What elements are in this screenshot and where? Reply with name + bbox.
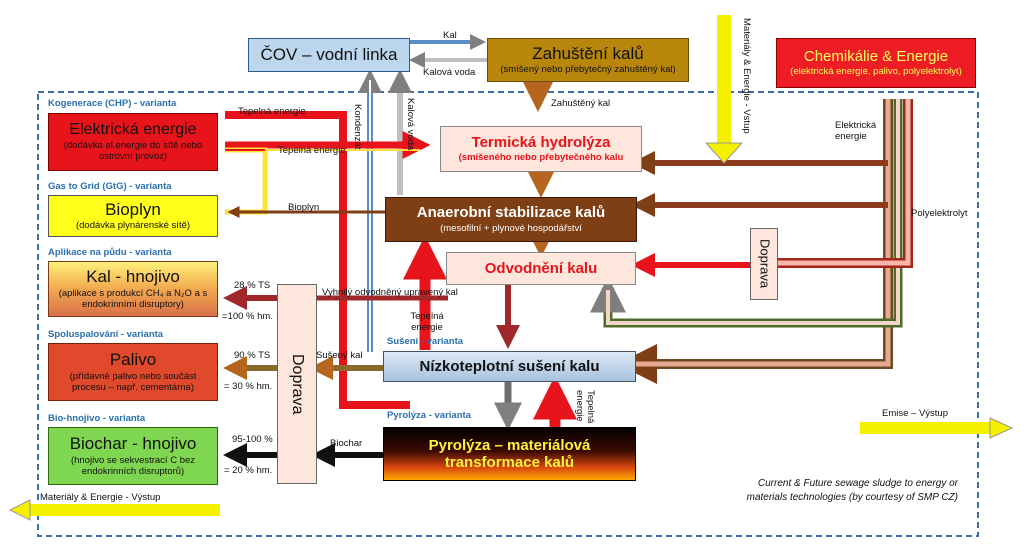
courtesy-line-1: Current & Future sewage sludge to energy… <box>757 478 958 489</box>
label-elektricka-energie: Elektrická energie <box>835 120 877 142</box>
cov-title: ČOV – vodní linka <box>260 45 398 65</box>
variant-spolu: Spoluspalování - varianta <box>48 329 164 340</box>
elektricka-box: Elektrická energie (dodávka el.energie d… <box>48 113 218 171</box>
suseni-box: Nízkoteplotní sušení kalu <box>383 351 636 382</box>
palivo-sub: (přídavné palivo nebo součást procesu – … <box>69 370 197 393</box>
label-tepelna-vertical: Tepelná energie <box>574 390 596 424</box>
label-tepelna-energie-3: Tepelná energie <box>410 311 444 333</box>
biochar-box: Biochar - hnojivo (hnojivo se sekvestrac… <box>48 427 218 485</box>
bioplyn-sub: (dodávka plynárenské sítě) <box>75 220 191 232</box>
variant-gtg: Gas to Grid (GtG) - varianta <box>48 181 172 192</box>
zahusteni-box: Zahuštění kalů (smíšený nebo přebytečný … <box>487 38 689 82</box>
label-kalova-voda-vertical: Kalová voda <box>405 98 416 151</box>
anaerobni-title: Anaerobní stabilizace kalů <box>416 204 606 222</box>
label-kalova-voda: Kalová voda <box>423 67 476 78</box>
anaerobni-sub: (mesofilní + plynové hospodářství <box>440 222 582 234</box>
biochar-sub: (hnojivo se sekvestrací C bez endokrinní… <box>70 454 196 477</box>
variant-pyrolyza: Pyrolýza - varianta <box>387 410 471 421</box>
suseni-title: Nízkoteplotní sušení kalu <box>419 357 600 375</box>
label-ts-90: 90 % TS <box>234 350 271 361</box>
bioplyn-box: Bioplyn (dodávka plynárenské sítě) <box>48 195 218 237</box>
anaerobni-box: Anaerobní stabilizace kalů (mesofilní + … <box>385 197 637 242</box>
elektricka-sub: (dodávka el.energie do sítě nebo ostrovn… <box>63 140 203 163</box>
label-hm-100: =100 % hm. <box>222 311 273 322</box>
label-biochar: Biochar <box>330 438 363 449</box>
variant-frame <box>37 91 979 537</box>
label-emise: Emise – Výstup <box>882 408 948 419</box>
variant-suseni: Sušení - varianta <box>387 336 464 347</box>
label-materialy-vstup: Materiály & Energie - Vstup <box>741 18 752 134</box>
courtesy-line-2: materials technologies (by courtesy of S… <box>746 491 958 503</box>
variant-chp: Kogenerace (CHP) - varianta <box>48 98 177 109</box>
biochar-title: Biochar - hnojivo <box>69 434 197 454</box>
termicka-box: Termická hydrolýza (smíšeného nebo přeby… <box>440 126 642 172</box>
label-tepelna-1: Tepelná energie <box>238 106 306 117</box>
courtesy-note: Current & Future sewage sludge to energy… <box>690 477 958 504</box>
label-materialy-vystup: Materiály & Energie - Výstup <box>40 492 161 503</box>
palivo-title: Palivo <box>109 350 157 370</box>
cov-box: ČOV – vodní linka <box>248 38 410 72</box>
label-polyelektrolyt: Polyelektrolyt <box>911 208 968 219</box>
kal-hnojivo-sub: (aplikace s produkcí CH₄ a N₂O a s endok… <box>58 287 208 310</box>
variant-puda: Aplikace na půdu - varianta <box>48 247 172 258</box>
zahusteni-sub: (smíšený nebo přebytečný zahuštěný kal) <box>500 64 676 76</box>
label-kondenzat: Kondenzát <box>352 104 363 150</box>
chemikalie-sub: (elektrická energie, palivo, polyelektro… <box>790 66 962 78</box>
odvodneni-box: Odvodnění kalu <box>446 252 636 285</box>
pyrolyza-title: Pyrolýza – materiálová transformace kalů <box>428 436 591 471</box>
termicka-sub: (smíšeného nebo přebytečného kalu <box>458 152 624 164</box>
kal-hnojivo-title: Kal - hnojivo <box>86 267 180 287</box>
chemikalie-title: Chemikálie & Energie <box>803 47 949 65</box>
kal-hnojivo-box: Kal - hnojivo (aplikace s produkcí CH₄ a… <box>48 261 218 317</box>
variant-bio: Bio-hnojivo - varianta <box>48 413 146 424</box>
label-zahusteny-kal: Zahuštěný kal <box>551 98 611 109</box>
doprava-right-box: Doprava <box>750 228 778 300</box>
label-hm-20: = 20 % hm. <box>224 465 273 476</box>
pyrolyza-fire <box>383 427 636 481</box>
label-suseny-kal: Sušený kal <box>316 350 363 361</box>
pyrolyza-box: Pyrolýza – materiálová transformace kalů <box>383 427 636 481</box>
doprava-left-label: Doprava <box>289 353 307 415</box>
label-vyhnily: Vyhnilý odvodněný upravený kal <box>322 287 458 298</box>
termicka-title: Termická hydrolýza <box>471 133 611 151</box>
label-hm-30: = 30 % hm. <box>224 381 273 392</box>
palivo-box: Palivo (přídavné palivo nebo součást pro… <box>48 343 218 401</box>
label-tepelna-2: Tepelná energie <box>278 145 346 156</box>
doprava-right-label: Doprava <box>757 239 773 289</box>
bioplyn-title: Bioplyn <box>105 199 161 219</box>
label-ts-95: 95-100 % <box>232 434 273 445</box>
chemikalie-box: Chemikálie & Energie (elektrická energie… <box>776 38 976 88</box>
elektricka-title: Elektrická energie <box>69 120 197 138</box>
label-bioplyn: Bioplyn <box>288 202 320 213</box>
doprava-left-box: Doprava <box>277 284 317 484</box>
label-kal: Kal <box>443 30 457 41</box>
odvodneni-title: Odvodnění kalu <box>484 259 598 277</box>
label-ts-28: 28 % TS <box>234 280 271 291</box>
zahusteni-title: Zahuštění kalů <box>532 43 644 63</box>
